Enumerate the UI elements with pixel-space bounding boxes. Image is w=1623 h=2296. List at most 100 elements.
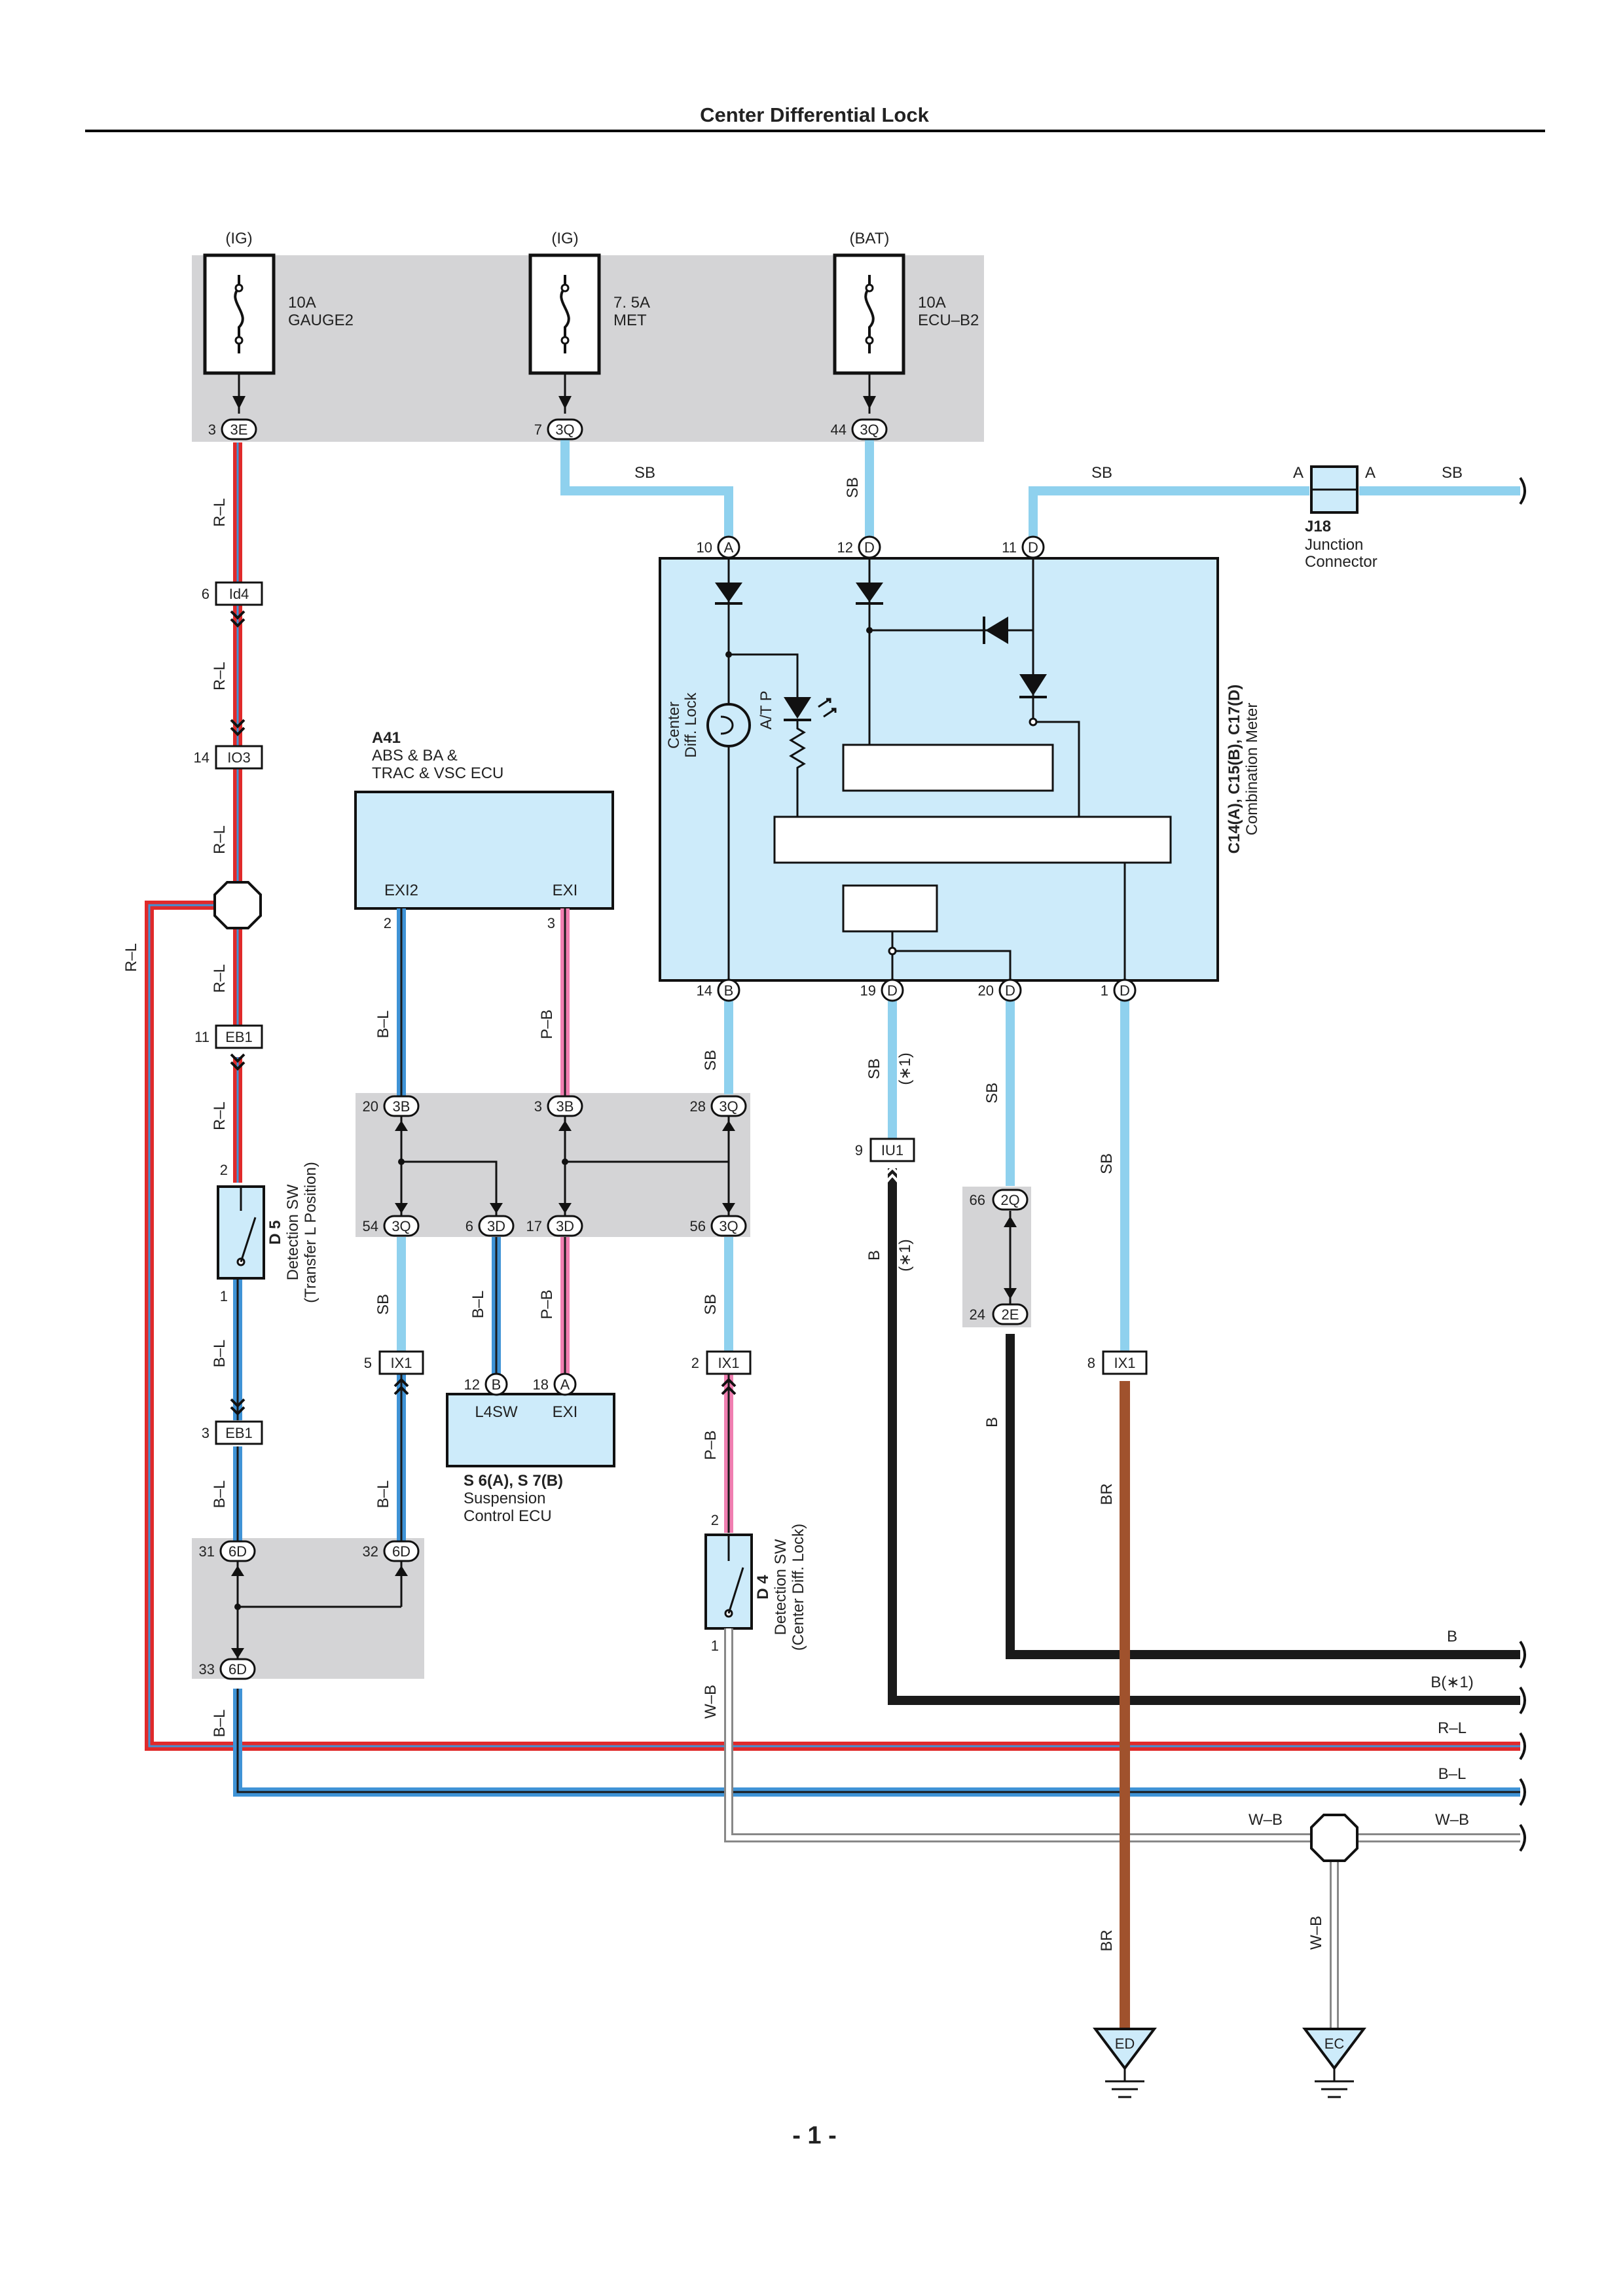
d5-pin-bottom: 1 bbox=[220, 1288, 228, 1304]
fuse-pins bbox=[221, 418, 888, 440]
j18-pin-left: A bbox=[1293, 464, 1304, 482]
conn-io3: IO3 bbox=[227, 749, 250, 766]
jp-66-conn: 2Q bbox=[1000, 1192, 1019, 1208]
susp-conn-b: B bbox=[492, 1376, 501, 1393]
meter-pin-1-conn: D bbox=[1120, 982, 1130, 999]
jp-56-conn: 3Q bbox=[719, 1218, 738, 1234]
a41-pin-exi: EXI bbox=[553, 882, 578, 899]
wire-label-sb-4: SB bbox=[1442, 464, 1463, 482]
jp-56-num: 56 bbox=[690, 1218, 706, 1234]
wire-label-sb-10: SB bbox=[1098, 1153, 1116, 1174]
junction-6d-internal bbox=[219, 1540, 420, 1680]
jp-17-num: 17 bbox=[526, 1218, 542, 1234]
wire-breaks bbox=[1519, 1640, 1526, 1852]
jp-54-num: 54 bbox=[363, 1218, 378, 1234]
meter-pin-14-conn: B bbox=[724, 982, 734, 999]
fuse3-conn: 3Q bbox=[860, 422, 879, 438]
conn-ix1-2: IX1 bbox=[718, 1355, 739, 1371]
a41-line2: TRAC & VSC ECU bbox=[372, 764, 503, 782]
wire-label-wb-4: W–B bbox=[1307, 1916, 1325, 1950]
d4-line2: (Center Diff. Lock) bbox=[790, 1524, 807, 1651]
d4-code: D 4 bbox=[754, 1575, 772, 1600]
ground-ed: ED bbox=[1115, 2036, 1135, 2052]
fuse2-conn: 3Q bbox=[555, 422, 574, 438]
wb-wires bbox=[724, 1628, 1520, 2029]
wire-label-rl-2: R–L bbox=[211, 662, 228, 691]
jp-28-num: 28 bbox=[690, 1098, 706, 1115]
fuse3-source: (BAT) bbox=[850, 230, 890, 247]
d5-pin-top: 2 bbox=[220, 1162, 228, 1178]
meter-pin-10-conn: A bbox=[724, 539, 734, 556]
wire-label-star1-b: (∗1) bbox=[896, 1239, 914, 1271]
a41-num-exi2: 2 bbox=[384, 915, 392, 931]
jp-17-conn: 3D bbox=[556, 1218, 574, 1234]
meter-pin-19-num: 19 bbox=[860, 982, 876, 999]
wire-label-wb-3: W–B bbox=[1435, 1811, 1469, 1829]
conn-ix1-5-num: 5 bbox=[364, 1355, 372, 1371]
fuse1-amp: 10A bbox=[288, 294, 316, 312]
jp-28-conn: 3Q bbox=[719, 1098, 738, 1115]
wire-label-rl-6: R–L bbox=[122, 943, 140, 972]
wire-label-sb-3: SB bbox=[1091, 464, 1112, 482]
b-wires bbox=[888, 1168, 1520, 1705]
conn-ix1-8-num: 8 bbox=[1087, 1355, 1095, 1371]
d4-pin-top: 2 bbox=[711, 1512, 719, 1528]
pb-wires bbox=[560, 908, 733, 1533]
fuse2-pin: 7 bbox=[534, 422, 542, 438]
meter-diodes bbox=[706, 583, 1047, 956]
suspension-ecu-box bbox=[446, 1393, 615, 1467]
jp-3-conn: 3B bbox=[556, 1098, 574, 1115]
jp-32-num: 32 bbox=[363, 1543, 378, 1560]
susp-conn-a: A bbox=[560, 1376, 570, 1393]
conn-eb1-a: EB1 bbox=[225, 1029, 253, 1045]
rl-wires bbox=[145, 442, 1520, 1751]
conn-io3-num: 14 bbox=[194, 749, 210, 766]
wb-splice bbox=[1310, 1814, 1359, 1862]
jp-31-num: 31 bbox=[199, 1543, 215, 1560]
wire-label-sb-5: SB bbox=[702, 1050, 720, 1071]
jp-66-num: 66 bbox=[970, 1192, 985, 1208]
wire-label-b-2: B bbox=[983, 1417, 1001, 1427]
a41-num-exi: 3 bbox=[547, 915, 555, 931]
wire-label-pb-2: P–B bbox=[538, 1289, 556, 1319]
jp-20-num: 20 bbox=[363, 1098, 378, 1115]
meter-label-center: Center bbox=[665, 702, 683, 749]
susp-pin-l4sw: L4SW bbox=[475, 1403, 518, 1421]
wire-label-rl-3: R–L bbox=[211, 825, 228, 854]
wire-label-bl-2: B–L bbox=[211, 1480, 228, 1509]
j18-line1: Junction bbox=[1305, 536, 1363, 554]
conn-eb1-b-num: 3 bbox=[202, 1425, 210, 1441]
junction-2q-internal bbox=[992, 1189, 1029, 1325]
wire-label-sb-6: SB bbox=[702, 1294, 720, 1315]
meter-pin-11-num: 11 bbox=[1002, 539, 1017, 556]
wire-label-rl-4: R–L bbox=[211, 964, 228, 993]
wire-label-pb-1: P–B bbox=[538, 1009, 556, 1039]
jp-3-num: 3 bbox=[534, 1098, 542, 1115]
junction-panel-3b bbox=[356, 1093, 750, 1237]
d4-line1: Detection SW bbox=[772, 1539, 790, 1635]
meter-pin-14-num: 14 bbox=[697, 982, 712, 999]
fuse2-name: MET bbox=[613, 312, 647, 329]
j18-line2: Connector bbox=[1305, 553, 1377, 571]
wire-label-b-star1: B(∗1) bbox=[1431, 1674, 1473, 1691]
susp-num-12: 12 bbox=[464, 1376, 480, 1393]
d5-switch-symbol bbox=[236, 1187, 257, 1266]
jp-6-num: 6 bbox=[465, 1218, 473, 1234]
conn-iu1-num: 9 bbox=[855, 1142, 863, 1158]
meter-label-atp: A/T P bbox=[757, 691, 775, 730]
conn-id4-num: 6 bbox=[202, 586, 210, 602]
j18-pin-right: A bbox=[1365, 464, 1376, 482]
meter-pin-11-conn: D bbox=[1028, 539, 1038, 556]
fuse2-source: (IG) bbox=[551, 230, 578, 247]
page-number: - 1 - bbox=[792, 2122, 837, 2149]
a41-pin-exi2: EXI2 bbox=[384, 882, 418, 899]
wire-label-bl-1: B–L bbox=[211, 1340, 228, 1368]
fuse3-amp: 10A bbox=[918, 294, 946, 312]
wire-label-sb-2: SB bbox=[844, 477, 862, 498]
a41-line1: ABS & BA & bbox=[372, 747, 458, 764]
meter-label-difflock: Diff. Lock bbox=[682, 692, 700, 758]
fuse3-name: ECU–B2 bbox=[918, 312, 979, 329]
susp-line1: Suspension bbox=[464, 1490, 545, 1507]
fuse1-name: GAUGE2 bbox=[288, 312, 354, 329]
